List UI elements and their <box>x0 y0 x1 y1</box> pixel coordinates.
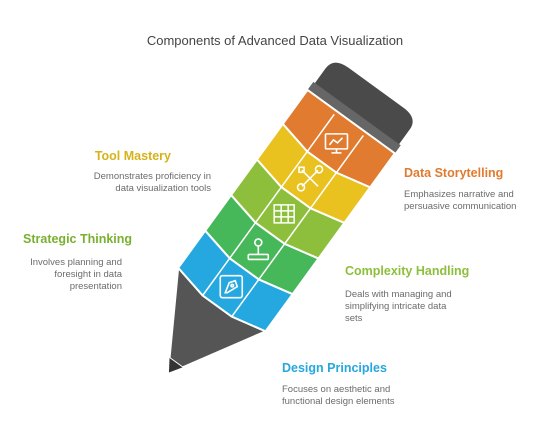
label-data-storytelling: Data Storytelling <box>404 166 504 180</box>
chart-presentation-icon <box>324 133 349 154</box>
desc-strategic-thinking: Involves planning and foresight in data … <box>30 257 122 292</box>
pencil-ferrule <box>307 81 401 154</box>
pencil-tip <box>168 265 269 369</box>
tools-icon <box>296 164 324 192</box>
spreadsheet-icon <box>273 204 295 224</box>
pencil-eraser <box>313 62 413 146</box>
desc-design-principles: Focuses on aesthetic and functional desi… <box>282 384 395 407</box>
joystick-icon <box>247 238 270 261</box>
pen-tool-icon <box>219 274 244 299</box>
label-tool-mastery: Tool Mastery <box>94 149 171 163</box>
label-design-principles: Design Principles <box>282 361 387 375</box>
desc-tool-mastery: Demonstrates proficiency in data visuali… <box>93 171 211 194</box>
pencil-lead <box>168 358 183 373</box>
label-complexity-handling: Complexity Handling <box>345 264 470 278</box>
desc-complexity-handling: Deals with managing and simplifying intr… <box>345 289 452 324</box>
desc-data-storytelling: Emphasizes narrative and persuasive comm… <box>404 189 517 212</box>
diagram-title: Components of Advanced Data Visualizatio… <box>146 33 404 48</box>
label-strategic-thinking: Strategic Thinking <box>23 232 133 246</box>
